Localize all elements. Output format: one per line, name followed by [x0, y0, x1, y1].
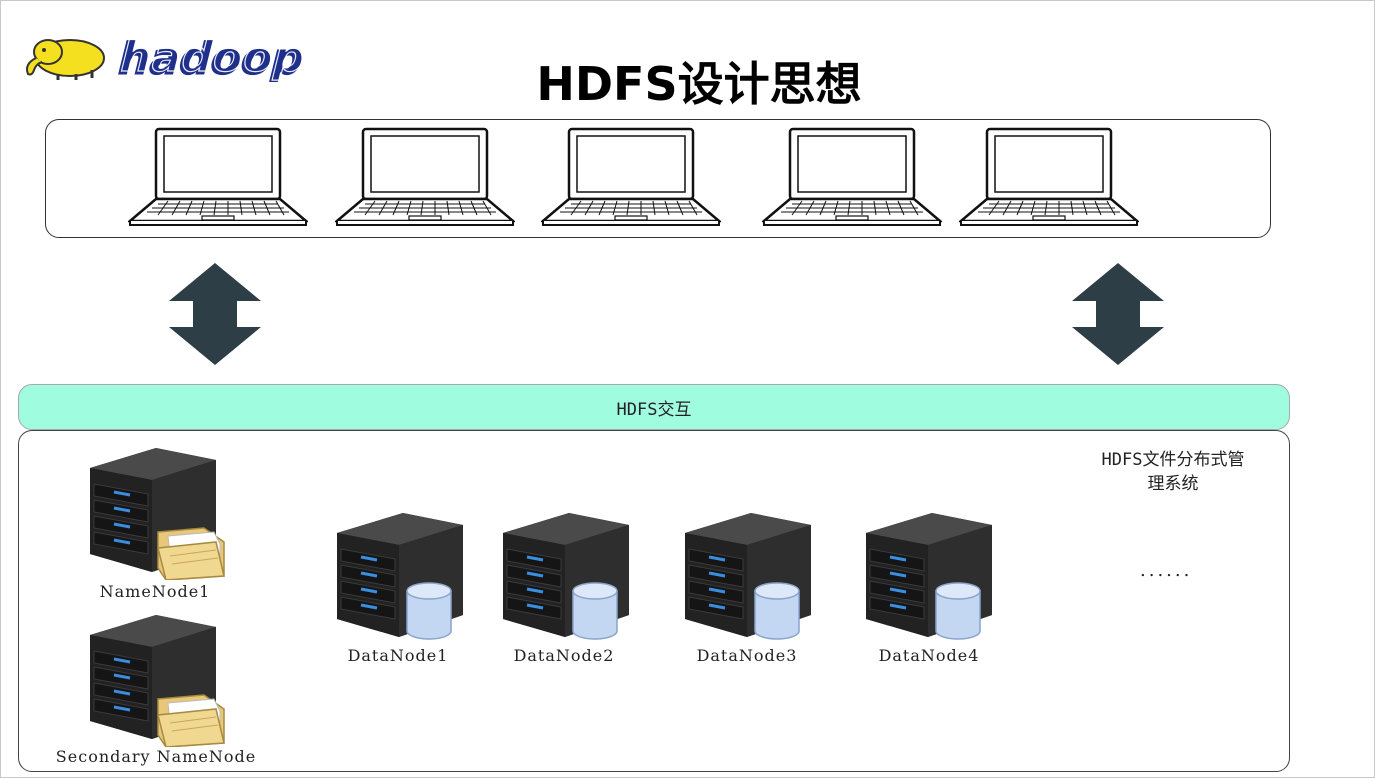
laptop-icon	[762, 127, 942, 229]
more-nodes-ellipsis: ......	[1140, 560, 1192, 581]
laptop-icon	[959, 127, 1139, 229]
datanode3-label: DataNode3	[662, 646, 832, 665]
server-with-folder-icon	[86, 607, 228, 747]
laptop-icon	[541, 127, 721, 229]
cluster-label-line1: HDFS文件分布式管	[1058, 448, 1288, 472]
namenode1-label: NameNode1	[70, 582, 240, 601]
page-title: HDFS设计思想	[0, 48, 1375, 114]
server-with-disk-icon	[333, 505, 467, 641]
cluster-label: HDFS文件分布式管 理系统	[1058, 448, 1288, 496]
datanode1-label: DataNode1	[313, 646, 483, 665]
server-with-folder-icon	[86, 440, 228, 580]
laptop-icon	[335, 127, 515, 229]
server-with-disk-icon	[499, 505, 633, 641]
datanode2-label: DataNode2	[479, 646, 649, 665]
laptop-icon	[128, 127, 308, 229]
bidirectional-arrow-icon	[167, 263, 263, 365]
cluster-label-line2: 理系统	[1058, 472, 1288, 496]
server-with-disk-icon	[681, 505, 815, 641]
secondary-namenode-label: Secondary NameNode	[26, 747, 286, 766]
bidirectional-arrow-icon	[1070, 263, 1166, 365]
hdfs-interaction-bar: HDFS交互	[18, 384, 1290, 430]
server-with-disk-icon	[862, 505, 996, 641]
hdfs-interaction-label: HDFS交互	[617, 395, 692, 420]
datanode4-label: DataNode4	[844, 646, 1014, 665]
